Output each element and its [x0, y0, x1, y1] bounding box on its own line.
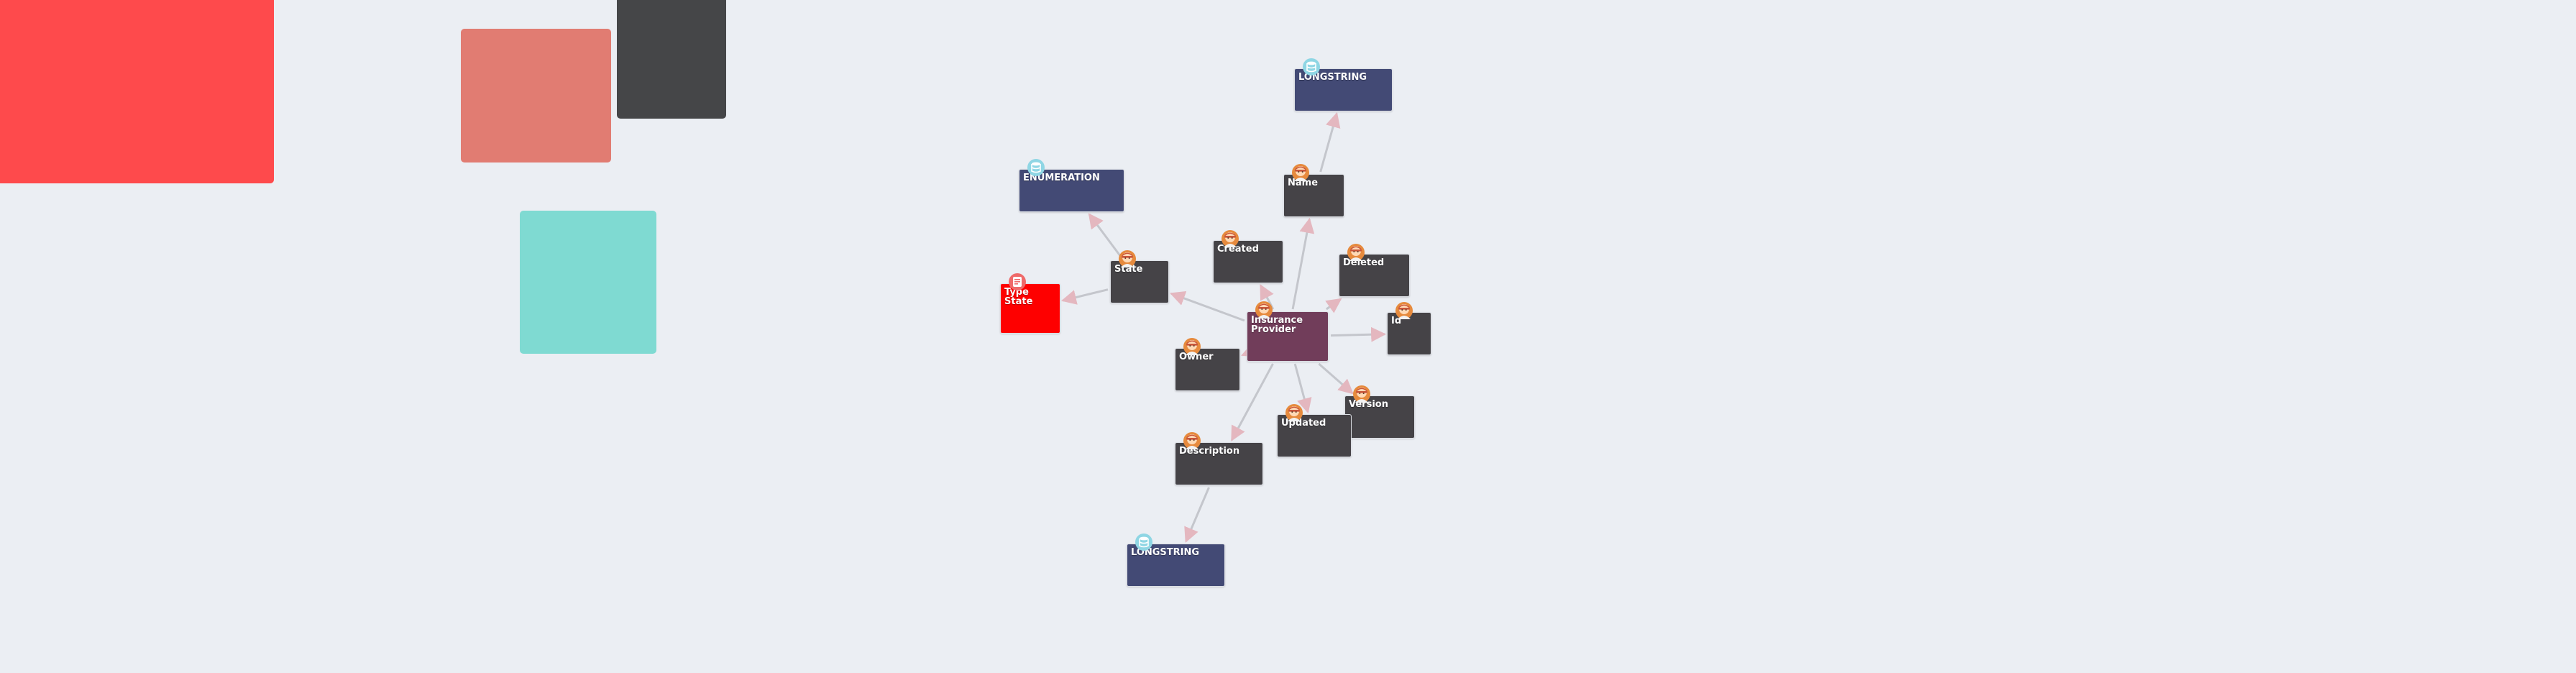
edge-insurance-provider-to-version: [1318, 362, 1354, 395]
node-created[interactable]: Created: [1213, 240, 1283, 283]
node-id[interactable]: Id: [1387, 312, 1431, 355]
node-label: Description: [1179, 446, 1240, 457]
edge-name-to-longstring-top: [1319, 111, 1341, 173]
edge-state-to-type-state: [1060, 288, 1109, 305]
edge-state-to-enumeration: [1088, 213, 1123, 259]
node-enumeration[interactable]: ENUMERATION: [1019, 169, 1124, 212]
node-label: Insurance Provider: [1251, 315, 1303, 335]
node-label: Deleted: [1343, 257, 1385, 268]
edge-insurance-provider-to-name: [1291, 217, 1315, 310]
node-type-state[interactable]: Type State: [1000, 283, 1060, 334]
node-label: Created: [1217, 244, 1259, 255]
edge-insurance-provider-to-created: [1260, 284, 1275, 310]
node-label: Type State: [1004, 287, 1033, 307]
node-owner[interactable]: Owner: [1175, 348, 1240, 391]
node-label: ENUMERATION: [1023, 173, 1100, 183]
node-longstring-top[interactable]: LONGSTRING: [1294, 68, 1393, 111]
node-updated[interactable]: Updated: [1277, 414, 1352, 457]
node-state[interactable]: State: [1110, 260, 1169, 303]
node-label: State: [1114, 264, 1143, 275]
edge-description-to-longstring-bottom: [1184, 487, 1210, 543]
node-deleted[interactable]: Deleted: [1339, 254, 1410, 297]
node-name[interactable]: Name: [1283, 174, 1344, 217]
node-label: Id: [1391, 316, 1402, 326]
node-label: LONGSTRING: [1131, 547, 1200, 558]
edge-insurance-provider-to-owner: [1241, 343, 1258, 357]
edge-insurance-provider-to-description: [1230, 363, 1274, 441]
edge-insurance-provider-to-state: [1170, 290, 1245, 322]
node-label: Updated: [1281, 418, 1326, 429]
node-label: LONGSTRING: [1298, 72, 1367, 83]
teal-legend-panel: [520, 211, 656, 354]
node-description[interactable]: Description: [1175, 442, 1263, 485]
node-label: Version: [1349, 399, 1388, 410]
node-label: Owner: [1179, 352, 1214, 362]
dark-legend-panel: [617, 0, 726, 119]
red-legend-panel: [0, 0, 274, 183]
salmon-legend-panel: [461, 29, 611, 162]
node-longstring-bottom[interactable]: LONGSTRING: [1127, 544, 1225, 587]
node-label: Name: [1288, 178, 1319, 188]
edge-insurance-provider-to-id: [1330, 326, 1387, 342]
node-version[interactable]: Version: [1344, 395, 1415, 439]
edge-insurance-provider-to-deleted: [1325, 298, 1342, 313]
node-insurance-provider[interactable]: Insurance Provider: [1247, 311, 1329, 362]
edge-insurance-provider-to-updated: [1293, 363, 1312, 414]
